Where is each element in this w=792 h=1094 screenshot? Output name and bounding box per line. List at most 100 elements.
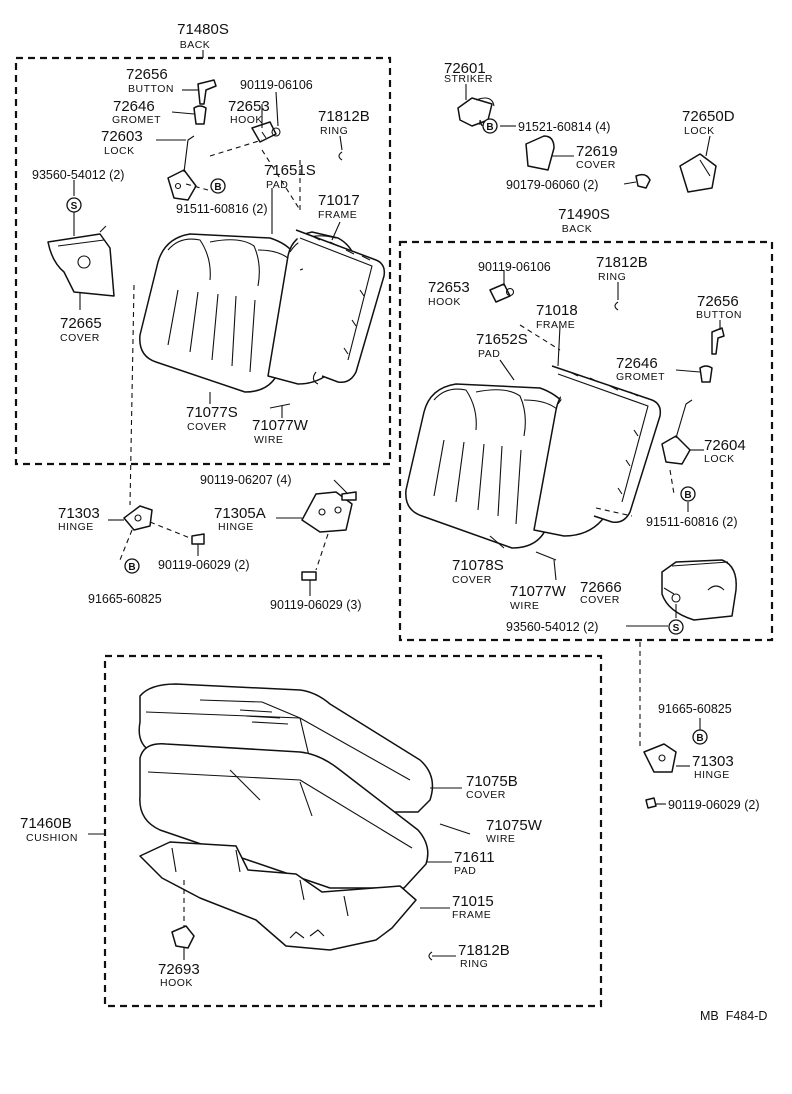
label-72646-name: GROMET [112, 114, 161, 126]
label-72646-b-name: GROMET [616, 371, 665, 383]
center-hinge-drawing [301, 491, 353, 533]
label-71652s-number: 71652S [476, 331, 528, 348]
left-back-wire-drawing [269, 403, 291, 409]
svg-text:B: B [696, 733, 703, 744]
label-71812b-c-number: 71812B [458, 942, 510, 959]
label-71812b-c-name: RING [460, 958, 488, 970]
label-71017-number: 71017 [318, 192, 360, 209]
svg-text:B: B [486, 122, 493, 133]
label-72653-b-number: 72653 [428, 279, 470, 296]
back-right-boundary [398, 240, 774, 642]
label-71077w-left-name: WIRE [254, 434, 283, 446]
back-left-part-name: BACK [180, 39, 211, 51]
label-72603-name: LOCK [104, 145, 135, 157]
right-back-lock-drawing [661, 399, 693, 465]
label-93560-left-number: 93560-54012 (2) [32, 168, 124, 182]
label-91665-b-number: 91665-60825 [658, 702, 732, 716]
cushion-frame-drawing [139, 841, 417, 951]
left-hinge-drawing [123, 505, 153, 531]
label-71077s-number: 71077S [186, 404, 238, 421]
label-71303-b-name: HINGE [694, 769, 730, 781]
label-91665-left-number: 91665-60825 [88, 592, 162, 606]
label-72604-number: 72604 [704, 437, 746, 454]
label-71077s-name: COVER [187, 421, 227, 433]
label-71017-name: FRAME [318, 209, 357, 221]
label-71015-number: 71015 [452, 893, 494, 910]
label-71812b-b-number: 71812B [596, 254, 648, 271]
label-91521-number: 91521-60814 (4) [518, 120, 610, 134]
label-71651s-number: 71651S [264, 162, 316, 179]
label-71651s-name: PAD [266, 179, 288, 191]
label-91511-left-number: 91511-60816 (2) [176, 202, 268, 216]
left-back-cover-panel-drawing [47, 225, 115, 297]
cushion-part-name: CUSHION [26, 832, 78, 844]
label-71303-left-name: HINGE [58, 521, 94, 533]
svg-text:S: S [71, 201, 78, 212]
s-symbol-93560-left: S [66, 197, 82, 213]
bolt-set-drawings [191, 491, 657, 809]
right-back-wire-drawing [535, 551, 557, 561]
b-symbol-91521: B [482, 118, 498, 134]
cushion-wire-drawing [439, 823, 471, 835]
label-71812b-b-name: RING [598, 271, 626, 283]
right-back-frame-drawing [551, 365, 662, 524]
label-72693-number: 72693 [158, 961, 200, 978]
label-72653-name: HOOK [230, 114, 263, 126]
label-71812b-name: RING [320, 125, 348, 137]
right-back-hook-drawing [489, 283, 515, 303]
right-back-gromet-drawing [699, 365, 713, 383]
label-72619-number: 72619 [576, 143, 618, 160]
circled-b-symbols: B B B B B [124, 118, 708, 745]
label-72665-name: COVER [60, 332, 100, 344]
svg-text:S: S [673, 623, 680, 634]
left-back-cover-drawing [139, 233, 306, 393]
right-back-cover-panel-drawing [661, 559, 737, 621]
left-back-gromet-drawing [193, 105, 207, 125]
svg-text:B: B [684, 490, 691, 501]
label-90119-06029-c-number: 90119-06029 (2) [668, 798, 760, 812]
label-72666-number: 72666 [580, 579, 622, 596]
label-72646-number: 72646 [113, 98, 155, 115]
label-90119-06029-b-number: 90119-06029 (3) [270, 598, 362, 612]
label-91511-b-number: 91511-60816 (2) [646, 515, 738, 529]
label-71611-number: 71611 [454, 849, 495, 866]
label-71078s-number: 71078S [452, 557, 504, 574]
label-90119-06106-number: 90119-06106 [240, 78, 313, 92]
label-72665-number: 72665 [60, 315, 102, 332]
label-90179-number: 90179-06060 (2) [506, 178, 598, 192]
label-71611-name: PAD [454, 865, 476, 877]
label-71303-left-number: 71303 [58, 505, 100, 522]
label-72619-name: COVER [576, 159, 616, 171]
left-back-frame-drawing [295, 229, 386, 385]
svg-text:B: B [214, 182, 221, 193]
right-back-ring-drawing [614, 301, 619, 311]
label-90119-06106-b-number: 90119-06106 [478, 260, 551, 274]
left-back-ring-drawing [338, 151, 343, 161]
back-right-part-number: 71490S [558, 206, 610, 223]
cushion-ring-drawing [428, 951, 433, 961]
circled-s-symbols: S S [66, 197, 684, 635]
label-90119-06207-number: 90119-06207 (4) [200, 473, 292, 487]
label-71018-name: FRAME [536, 319, 575, 331]
svg-text:B: B [128, 562, 135, 573]
right-back-button-drawing [711, 327, 725, 355]
label-72656-b-number: 72656 [697, 293, 739, 310]
label-72601-number: 72601 [444, 60, 486, 77]
part-labels: 72656 BUTTON 72646 GROMET 90119-06106 72… [32, 60, 760, 989]
back-left-part-number: 71480S [177, 21, 229, 38]
cushion-boundary [103, 654, 603, 1008]
label-72604-name: LOCK [704, 453, 735, 465]
rear-lock-drawing [635, 153, 717, 193]
label-71077w-b-number: 71077W [510, 583, 567, 600]
label-71303-b-number: 71303 [692, 753, 734, 770]
b-symbol-91511-left: B [210, 178, 226, 194]
left-back-button-drawing [197, 79, 217, 105]
cushion-cover-drawing [138, 683, 434, 813]
back-right-part-name: BACK [562, 223, 593, 235]
label-71652s-name: PAD [478, 348, 500, 360]
label-90119-06029-a-number: 90119-06029 (2) [158, 558, 250, 572]
label-72650d-name: LOCK [684, 125, 715, 137]
label-71018-number: 71018 [536, 302, 578, 319]
right-hinge-drawing [643, 743, 677, 773]
